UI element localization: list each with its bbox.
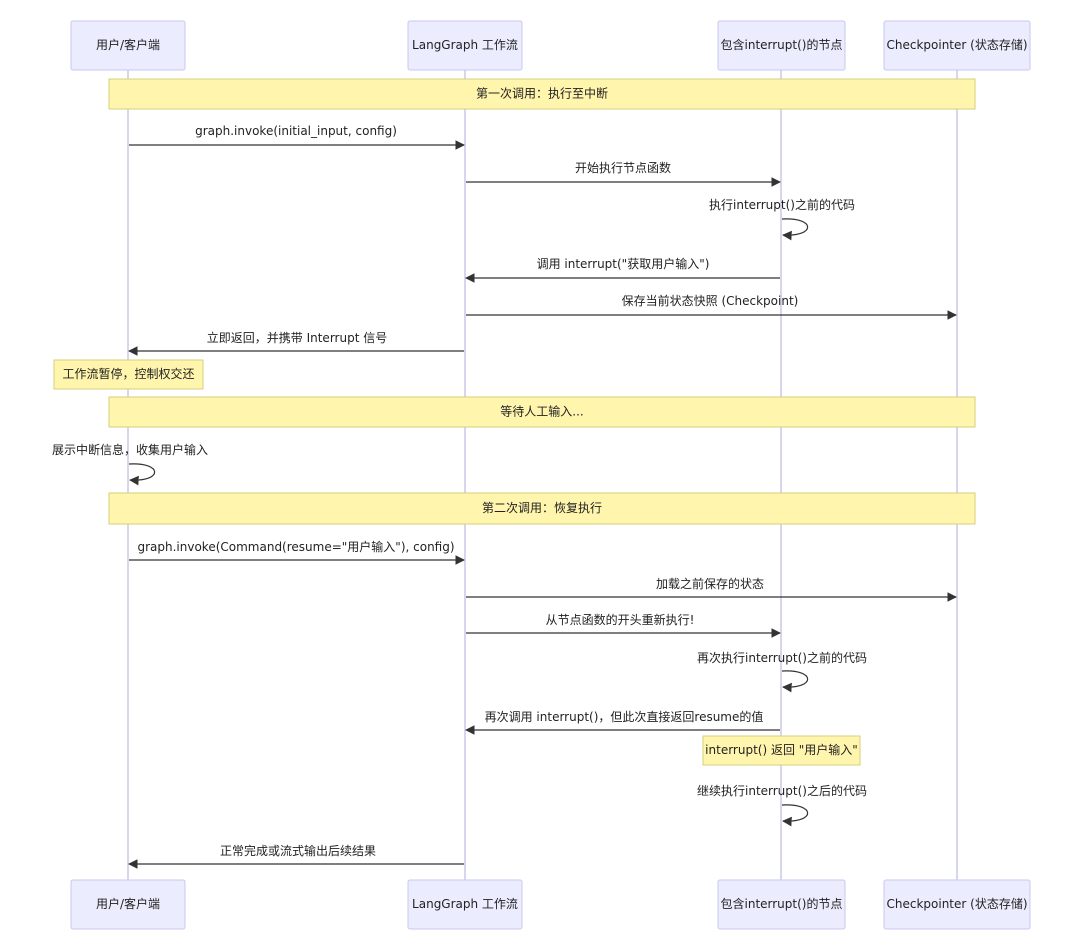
message-5-label: 保存当前状态快照 (Checkpoint) [622,293,799,308]
message-11-self-arrow [781,670,809,693]
message-9-label: 加载之前保存的状态 [656,576,764,591]
message-14: 正常完成或流式输出后续结果 [128,843,464,869]
section-first-call-label: 第一次调用：执行至中断 [476,86,608,101]
participant-node-label: 包含interrupt()的节点 [721,37,843,52]
message-3-label: 执行interrupt()之前的代码 [709,197,855,212]
participant-checkpointer-top: Checkpointer (状态存储) [883,20,1031,71]
message-5: 保存当前状态快照 (Checkpoint) [466,293,957,320]
note-interrupt-returns-label: interrupt() 返回 "用户输入" [705,742,858,757]
message-11: 再次执行interrupt()之前的代码 [697,650,867,693]
message-3: 执行interrupt()之前的代码 [709,197,855,241]
participant-user-top: 用户/客户端 [70,20,186,71]
message-7-self-arrow [128,463,156,486]
message-10-label: 从节点函数的开头重新执行! [546,612,695,627]
message-10: 从节点函数的开头重新执行! [466,612,781,638]
section-second-call-label: 第二次调用：恢复执行 [482,501,602,515]
message-14-label: 正常完成或流式输出后续结果 [220,843,376,858]
section-waiting-label: 等待人工输入... [500,404,583,419]
participant-checkpointer-bottom: Checkpointer (状态存储) [883,879,1031,930]
message-13-label: 继续执行interrupt()之后的代码 [697,783,867,798]
message-6: 立即返回，并携带 Interrupt 信号 [128,330,464,356]
message-3-self-arrow [781,218,809,241]
message-8: graph.invoke(Command(resume="用户输入"), con… [129,539,465,565]
participant-checkpointer-label-bottom: Checkpointer (状态存储) [886,896,1027,911]
note-paused: 工作流暂停，控制权交还 [53,359,204,390]
participant-graph-bottom: LangGraph 工作流 [407,879,523,930]
section-second-call: 第二次调用：恢复执行 [108,492,976,525]
participant-user-bottom: 用户/客户端 [70,879,186,930]
participant-user-label: 用户/客户端 [96,37,160,52]
participant-graph-top: LangGraph 工作流 [407,20,523,71]
message-9: 加载之前保存的状态 [466,576,957,602]
participant-user-label-bottom: 用户/客户端 [96,896,160,911]
section-first-call: 第一次调用：执行至中断 [108,78,976,110]
message-7: 展示中断信息，收集用户输入 [52,442,208,486]
message-12: 再次调用 interrupt()，但此次直接返回resume的值 [465,709,780,735]
note-interrupt-returns: interrupt() 返回 "用户输入" [702,735,861,766]
participant-graph-label: LangGraph 工作流 [412,38,518,52]
message-8-label: graph.invoke(Command(resume="用户输入"), con… [137,539,454,554]
message-4-label: 调用 interrupt("获取用户输入") [537,256,710,271]
section-waiting: 等待人工输入... [108,396,976,428]
message-11-label: 再次执行interrupt()之前的代码 [697,650,867,665]
messages: graph.invoke(initial_input, config) 开始执行… [52,124,957,869]
participant-checkpointer-label: Checkpointer (状态存储) [886,37,1027,52]
message-13: 继续执行interrupt()之后的代码 [697,783,867,827]
message-13-self-arrow [781,804,809,827]
message-12-label: 再次调用 interrupt()，但此次直接返回resume的值 [485,709,764,724]
participant-node-top: 包含interrupt()的节点 [717,20,846,71]
participant-node-label-bottom: 包含interrupt()的节点 [721,896,843,911]
message-2: 开始执行节点函数 [466,160,781,187]
message-2-label: 开始执行节点函数 [575,160,671,175]
participant-graph-label-bottom: LangGraph 工作流 [412,897,518,911]
message-7-label: 展示中断信息，收集用户输入 [52,442,208,457]
note-paused-label: 工作流暂停，控制权交还 [62,366,194,381]
participant-node-bottom: 包含interrupt()的节点 [717,879,846,930]
message-4: 调用 interrupt("获取用户输入") [465,256,780,283]
message-6-label: 立即返回，并携带 Interrupt 信号 [207,330,387,345]
message-1-label: graph.invoke(initial_input, config) [195,124,397,138]
message-1: graph.invoke(initial_input, config) [129,124,465,150]
